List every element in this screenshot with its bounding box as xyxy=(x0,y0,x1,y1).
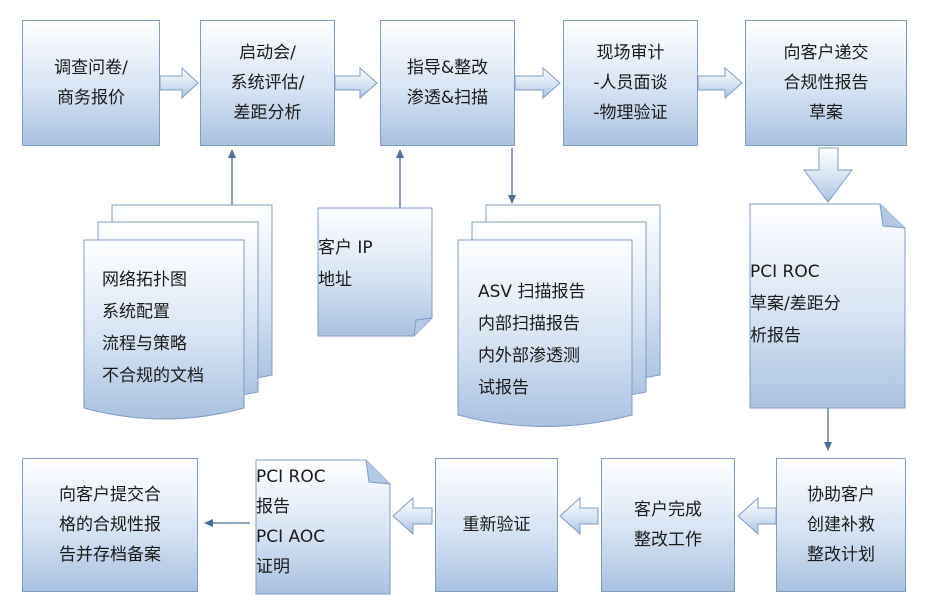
box-line: 商务报价 xyxy=(57,88,125,108)
box-line: -物理验证 xyxy=(593,103,668,123)
box-line: 重新验证 xyxy=(462,515,531,535)
doc-line: ASV 扫描报告 xyxy=(478,282,586,302)
doc-line: 试报告 xyxy=(478,378,529,398)
box-line: 客户完成 xyxy=(634,500,702,520)
box-line: 现场审计 xyxy=(596,43,665,63)
step-guidance-scanning: 指导&整改 渗透&扫描 xyxy=(380,20,515,146)
step-submit-final: 向客户提交合 格的合规性报 告并存档备案 xyxy=(22,458,198,592)
block-arrow-1 xyxy=(159,66,199,100)
doc-line: 内部扫描报告 xyxy=(478,314,580,334)
roc-final-text: PCI ROC 报告 PCI AOC 证明 xyxy=(256,462,390,582)
roc-draft-text: PCI ROC 草案/差距分 析报告 xyxy=(750,256,905,352)
doc-line: 系统配置 xyxy=(102,302,170,322)
box-line: 差距分析 xyxy=(233,103,302,123)
doc-line: 证明 xyxy=(256,557,290,577)
box-line: -人员面谈 xyxy=(593,73,668,93)
box-line: 系统评估/ xyxy=(230,73,305,93)
step-kickoff-assessment: 启动会/ 系统评估/ 差距分析 xyxy=(200,20,335,146)
box-line: 启动会/ xyxy=(239,43,296,63)
box-line: 告并存档备案 xyxy=(59,545,161,565)
block-arrow-5 xyxy=(737,496,777,536)
step-onsite-audit: 现场审计 -人员面谈 -物理验证 xyxy=(563,20,698,146)
doc-line: 内外部渗透测 xyxy=(478,346,580,366)
box-line: 整改计划 xyxy=(807,545,875,565)
step-questionnaire-quote: 调查问卷/ 商务报价 xyxy=(22,20,160,146)
step-submit-draft: 向客户递交 合规性报告 草案 xyxy=(745,20,907,146)
box-line: 创建补救 xyxy=(807,515,875,535)
step-remediation-plan: 协助客户 创建补救 整改计划 xyxy=(776,458,906,592)
doc-line: 流程与策略 xyxy=(102,334,187,354)
doc-line: 报告 xyxy=(256,497,290,517)
doc-line: 网络拓扑图 xyxy=(102,270,187,290)
step-client-remediation: 客户完成 整改工作 xyxy=(601,458,735,592)
roc-draft-doc-shape xyxy=(749,203,906,409)
client-ip-text: 客户 IP 地址 xyxy=(318,232,432,296)
roc-final-doc-shape xyxy=(255,459,391,595)
box-line: 向客户提交合 xyxy=(59,485,161,505)
box-line: 渗透&扫描 xyxy=(406,88,489,108)
block-arrow-7 xyxy=(392,496,433,536)
doc-line: PCI ROC xyxy=(750,262,820,282)
doc-line: PCI AOC xyxy=(256,527,326,547)
doc-line: 地址 xyxy=(318,270,352,290)
box-line: 合规性报告 xyxy=(783,73,869,93)
box-line: 格的合规性报 xyxy=(59,515,161,535)
box-line: 调查问卷/ xyxy=(54,58,128,78)
doc-line: 草案/差距分 xyxy=(750,294,841,314)
box-line: 草案 xyxy=(809,103,843,123)
doc-line: 客户 IP xyxy=(318,238,373,258)
box-line: 指导&整改 xyxy=(406,58,489,78)
scan-reports-text: ASV 扫描报告 内部扫描报告 内外部渗透测 试报告 xyxy=(478,276,585,404)
doc-line: 不合规的文档 xyxy=(102,366,204,386)
box-line: 向客户递交 xyxy=(783,43,869,63)
box-line: 协助客户 xyxy=(807,485,875,505)
network-docs-text: 网络拓扑图 系统配置 流程与策略 不合规的文档 xyxy=(102,264,204,392)
doc-line: 析报告 xyxy=(750,326,801,346)
block-arrow-4 xyxy=(697,66,743,100)
step-revalidation: 重新验证 xyxy=(435,458,558,592)
doc-line: PCI ROC xyxy=(256,467,326,487)
box-line: 整改工作 xyxy=(634,530,702,550)
block-arrow-2 xyxy=(334,66,378,100)
block-arrow-6 xyxy=(559,496,599,536)
block-arrow-down xyxy=(803,147,853,203)
block-arrow-3 xyxy=(514,66,561,100)
